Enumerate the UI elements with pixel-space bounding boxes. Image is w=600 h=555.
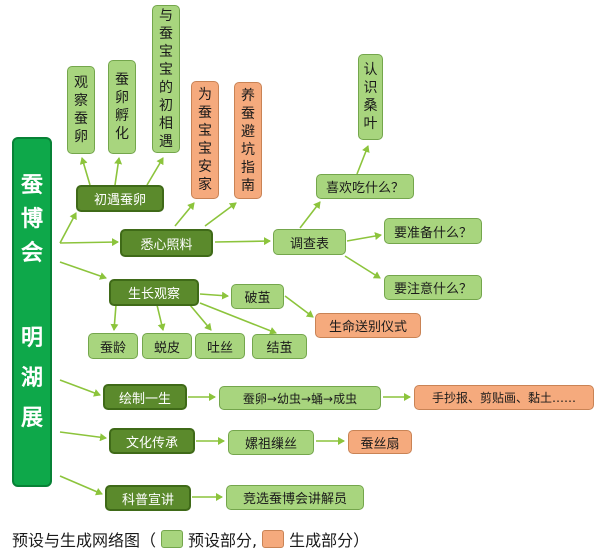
arrow-title-to-wenhua (59, 431, 107, 442)
node-wenhua: 文化传承 (109, 428, 195, 454)
node-shouchao: 手抄报、剪贴画、黏土…… (414, 385, 594, 410)
node-chuyu: 初遇蚕卵 (76, 185, 164, 212)
arrow-pojian-to-songbie (284, 295, 314, 318)
node-songbie: 生命送别仪式 (315, 313, 421, 338)
node-bikeng: 养蚕避坑指南 (234, 82, 262, 199)
node-kepu: 科普宣讲 (105, 485, 191, 511)
node-yu-canbaobao: 与蚕宝宝的初相遇 (152, 5, 180, 153)
node-huizhi: 绘制一生 (103, 384, 187, 410)
node-zhunbei: 要准备什么？ (384, 218, 482, 244)
node-zhangguancha: 生长观察 (109, 279, 199, 306)
node-cansishan: 蚕丝扇 (348, 430, 412, 454)
legend-preset-swatch (161, 530, 184, 548)
arrow-title-to-xixin (59, 238, 119, 247)
arrow-zg-to-tusi (189, 304, 212, 331)
node-xixin: 悉心照料 (120, 229, 213, 257)
arrow-zg-to-tuipi (156, 304, 166, 331)
node-canling: 蚕龄 (88, 333, 138, 359)
legend-prefix: 预设与生成网络图（ (12, 531, 157, 550)
node-canluan-fuhua-text: 蚕卵孵化 (115, 72, 129, 142)
arrow-title-to-chuyu (59, 212, 77, 244)
node-anjia-text: 为蚕宝宝安家 (198, 87, 212, 193)
arrow-chuyu-to-guancha (79, 157, 91, 186)
legend-generated-swatch (262, 530, 285, 548)
arrow-title-to-huizhi (59, 379, 101, 397)
title-part2: 明湖展 (20, 326, 43, 431)
node-guancha-canluan-text: 观察蚕卵 (74, 75, 88, 145)
arrow-xixin-to-bikeng (204, 202, 237, 227)
node-guancha-canluan: 观察蚕卵 (67, 66, 95, 154)
arrow-title-to-kepu (59, 475, 103, 496)
arrow-zg-to-pojian (199, 291, 229, 300)
arrow-zg-to-canling (110, 304, 119, 331)
node-xihuan: 喜欢吃什么？ (316, 174, 414, 199)
arrow-chuyu-to-yu (146, 157, 164, 186)
node-shengming: 蚕卵→幼虫→蛹→成虫 (219, 386, 381, 410)
node-yu-canbaobao-text: 与蚕宝宝的初相遇 (159, 8, 173, 150)
node-sangye-text: 认识桑叶 (363, 62, 378, 132)
node-anjia: 为蚕宝宝安家 (191, 81, 219, 199)
legend: 预设与生成网络图（ 预设部分, 生成部分） (12, 528, 369, 550)
arrow-title-to-zhangguancha (59, 261, 107, 280)
arrow-xixin-to-diaocha (214, 237, 271, 246)
arrow-diaocha-to-zhunbei (346, 232, 382, 242)
arrow-chuyu-to-fuhua (114, 157, 123, 186)
legend-preset-label: 预设部分, (188, 531, 258, 550)
arrow-xixin-to-anjia (174, 202, 195, 227)
node-leizu: 嫘祖缫丝 (228, 430, 314, 455)
arrow-zg-to-jiejian (199, 302, 277, 335)
arrow-diaocha-to-zhuyi (344, 255, 381, 279)
node-sangye: 认识桑叶 (358, 54, 383, 140)
node-jiejian: 结茧 (252, 334, 307, 359)
node-diaocha: 调查表 (273, 229, 346, 255)
title-part1: 蚕博会 (20, 173, 43, 266)
legend-generated-label: 生成部分） (289, 531, 370, 550)
node-pojian: 破茧 (231, 284, 284, 309)
node-tuipi: 蜕皮 (142, 333, 192, 359)
node-canluan-fuhua: 蚕卵孵化 (108, 60, 136, 154)
node-bikeng-text: 养蚕避坑指南 (241, 87, 255, 194)
main-title-box: 蚕博会 明湖展 (12, 137, 52, 487)
node-tusi: 吐丝 (195, 333, 245, 359)
node-zhuyi: 要注意什么？ (384, 275, 482, 300)
arrow-xihuan-to-sangye (356, 145, 370, 175)
node-jingxuan: 竞选蚕博会讲解员 (226, 485, 364, 510)
arrow-diaocha-to-xihuan (299, 201, 321, 229)
